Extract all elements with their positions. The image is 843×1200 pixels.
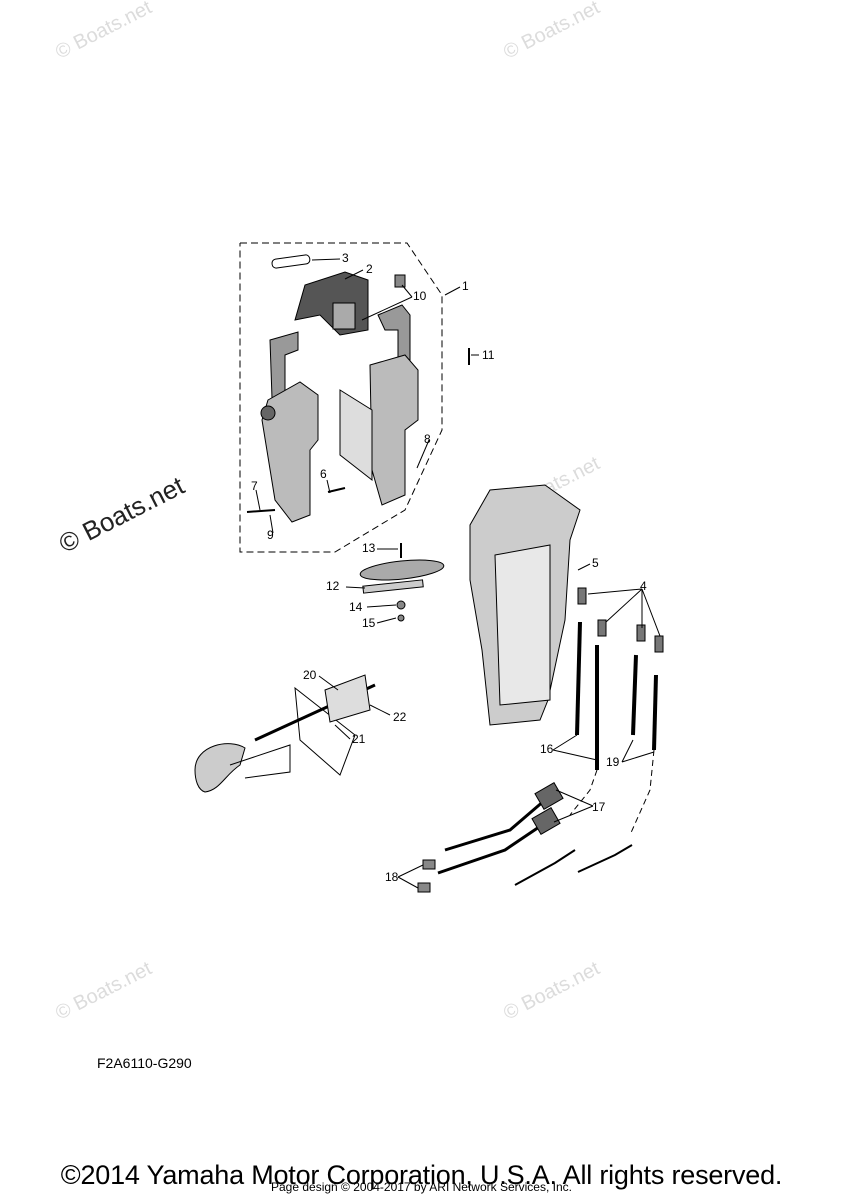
part-12-strip <box>362 579 424 594</box>
callout-15: 15 <box>362 616 376 630</box>
callout-19: 19 <box>606 755 620 769</box>
part-19-cable-b <box>652 674 658 751</box>
callout-17: 17 <box>592 800 606 814</box>
part-17-cable-lower <box>437 821 546 875</box>
callout-7: 7 <box>251 479 258 493</box>
part-19-cable-a <box>631 654 638 736</box>
callout-3: 3 <box>342 251 349 265</box>
callout-6: 6 <box>320 467 327 481</box>
part-18-cap-a <box>422 859 436 870</box>
part-12-plate <box>359 559 445 581</box>
part-7-bolt <box>246 509 276 513</box>
mount-bracket <box>229 744 291 779</box>
diagram-code: F2A6110-G290 <box>97 1055 192 1071</box>
part-2-window <box>332 302 356 330</box>
part-14-nut <box>396 600 406 610</box>
handle-knob <box>194 743 246 793</box>
callout-8: 8 <box>424 432 431 446</box>
part-18-cap-b <box>417 882 431 893</box>
cable-run-b <box>577 844 633 873</box>
copyright-notice: ©2014 Yamaha Motor Corporation, U.S.A. A… <box>60 1160 783 1190</box>
part-15-washer <box>397 614 405 622</box>
part-4-end-d <box>654 635 664 653</box>
left-lever-hub <box>260 405 276 421</box>
callout-21: 21 <box>352 732 366 746</box>
callout-22: 22 <box>393 710 407 724</box>
part-10-shape <box>394 274 406 288</box>
right-lever-body <box>369 354 419 506</box>
cable-route-dashed <box>569 749 655 836</box>
callout-20: 20 <box>303 668 317 682</box>
part-4-end-c <box>636 624 646 642</box>
part-2-shape <box>294 271 369 336</box>
callout-12: 12 <box>326 579 340 593</box>
callout-2: 2 <box>366 262 373 276</box>
callout-16: 16 <box>540 742 554 756</box>
callout-9: 9 <box>267 528 274 542</box>
left-lever-body <box>261 381 319 523</box>
callout-5: 5 <box>592 556 599 570</box>
part-17-connector-b <box>531 807 561 835</box>
page-credit: Page design © 2004-2017 by ARI Network S… <box>270 1180 572 1194</box>
part-4-end-a <box>577 587 587 605</box>
center-gasket <box>339 389 373 482</box>
cable-run-a <box>514 849 576 886</box>
part-6-screw <box>327 487 346 493</box>
part-17-connector-a <box>534 782 564 810</box>
part-16-cable-a <box>575 621 582 736</box>
callout-10: 10 <box>413 289 427 303</box>
callout-18: 18 <box>385 870 399 884</box>
assembly-boundary <box>239 242 443 553</box>
callout-4: 4 <box>640 579 647 593</box>
callout-11: 11 <box>482 348 495 362</box>
part-5-inner-panel <box>494 544 551 706</box>
part-20-plate <box>324 674 371 723</box>
callout-13: 13 <box>362 541 376 555</box>
callout-14: 14 <box>349 600 363 614</box>
callout-1: 1 <box>462 279 469 293</box>
part-4-end-b <box>597 619 607 637</box>
part-3-shape <box>271 254 311 269</box>
leader-lines <box>255 258 661 889</box>
part-17-cable-upper <box>444 798 546 852</box>
